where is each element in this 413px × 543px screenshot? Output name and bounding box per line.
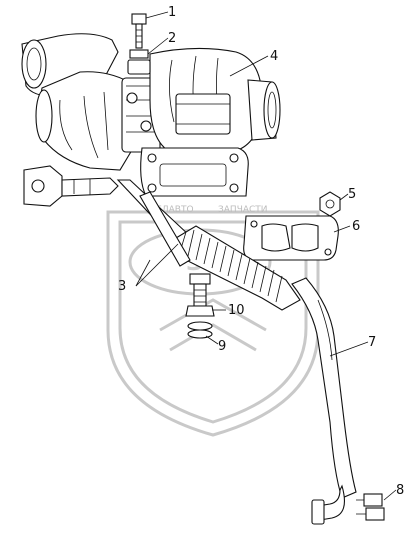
watermark-text-left: БЕЛАВТО bbox=[150, 205, 194, 215]
callout-5: 5 bbox=[348, 187, 356, 202]
turbocharger bbox=[21, 33, 281, 207]
pipe-part-7 bbox=[291, 277, 357, 525]
watermark-text-right: ЗАПЧАСТИ bbox=[218, 205, 268, 215]
callout-6: 6 bbox=[352, 219, 360, 234]
callout-2: 2 bbox=[168, 31, 176, 46]
nut-part-5 bbox=[319, 191, 341, 217]
callout-7: 7 bbox=[368, 335, 376, 350]
callout-8: 8 bbox=[396, 483, 404, 498]
fitting-part-10 bbox=[185, 273, 215, 317]
callout-9: 9 bbox=[218, 339, 226, 354]
oil-drain-hose-part-3 bbox=[116, 179, 301, 311]
callout-labels: 1 2 4 5 6 3 10 9 7 8 bbox=[118, 5, 404, 498]
bolt-part-1 bbox=[131, 13, 147, 49]
gasket-part-6 bbox=[243, 215, 339, 261]
callout-10: 10 bbox=[228, 303, 245, 318]
callout-3: 3 bbox=[118, 279, 126, 294]
callout-1: 1 bbox=[168, 5, 176, 20]
leader-lines bbox=[135, 11, 397, 501]
callout-4: 4 bbox=[270, 49, 278, 64]
clamp-part-8 bbox=[356, 493, 385, 521]
washer-part-9 bbox=[187, 321, 213, 339]
nut-part-2 bbox=[127, 49, 151, 75]
